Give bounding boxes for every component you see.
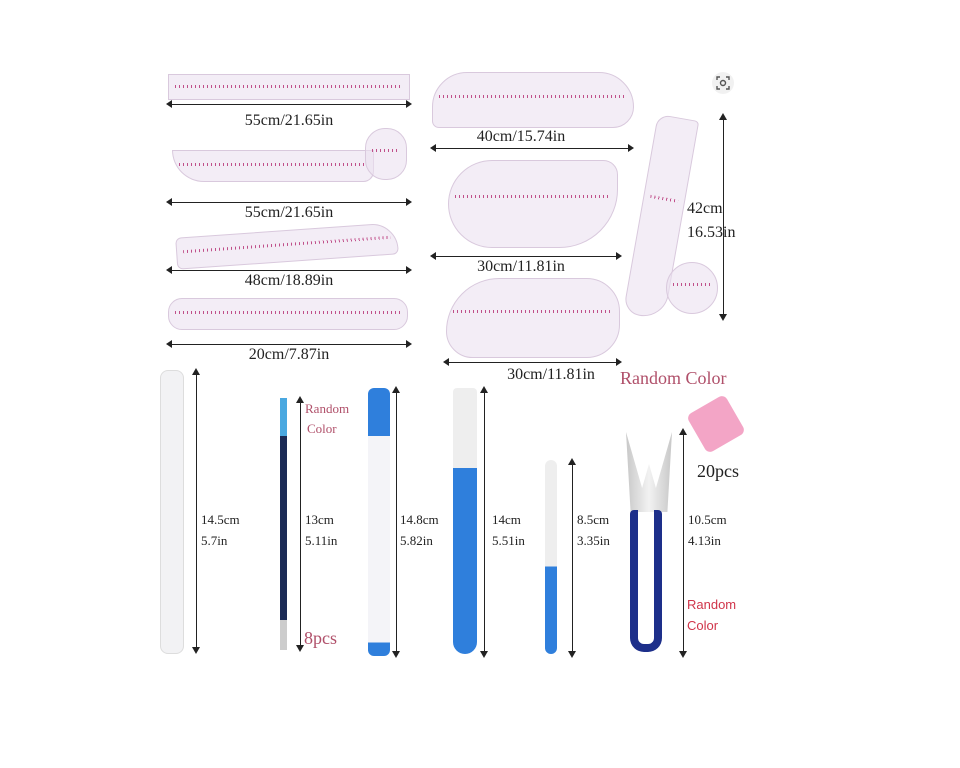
ruler-label-in: 16.53in (687, 224, 736, 241)
hip-curve-ruler-hook (365, 128, 407, 180)
refill-color-note: Color (307, 421, 337, 436)
tool-size-cm: 14.8cm (400, 512, 439, 527)
armhole-ruler (448, 160, 618, 248)
tool-size-in: 5.82in (400, 533, 433, 548)
seam-ripper (453, 388, 477, 654)
teardrop-ruler (446, 278, 620, 358)
tailor-chalk-pen (160, 370, 184, 654)
tool-size-cm: 10.5cm (688, 512, 727, 527)
tool-size-in: 3.35in (577, 533, 610, 548)
dimension-arrow (719, 113, 727, 321)
dimension-arrow (430, 144, 634, 152)
tool-size-cm: 14cm (492, 512, 521, 527)
clips-color-note: Random Color (620, 368, 727, 388)
visual-search-icon (716, 76, 730, 90)
dimension-arrow (166, 198, 412, 206)
dimension-arrow (192, 368, 200, 654)
dimension-arrow (443, 358, 622, 366)
french-curve-ruler (432, 72, 634, 128)
curve-ruler (175, 222, 399, 270)
ruler-label: 48cm/18.89in (244, 272, 334, 289)
tool-size-cm: 14.5cm (201, 512, 240, 527)
water-erasable-marker (368, 388, 390, 656)
thread-snips-blades (626, 432, 672, 512)
dimension-arrow (480, 386, 488, 658)
refill (280, 398, 287, 650)
tool-size-in: 5.11in (305, 533, 338, 548)
tool-size-in: 5.7in (201, 533, 228, 548)
clips-count: 20pcs (697, 461, 739, 481)
dimension-arrow (166, 100, 412, 108)
dimension-arrow (166, 340, 412, 348)
snips-color-note: Random (687, 597, 737, 612)
thread-snips-handle (630, 510, 662, 652)
ruler-label: 55cm/21.65in (244, 112, 334, 129)
ruler-label: 30cm/11.81in (477, 258, 565, 275)
dimension-arrow (679, 428, 687, 658)
tool-size-cm: 8.5cm (577, 512, 610, 527)
ruler-label-cm: 42cm (687, 200, 723, 217)
refill-count: 8pcs (304, 628, 337, 648)
sewing-clip (685, 393, 747, 455)
straight-ruler (168, 74, 410, 100)
vary-form-curve-hook (666, 262, 718, 314)
small-seam-ripper (545, 460, 557, 654)
dimension-arrow (568, 458, 576, 658)
tool-size-in: 5.51in (492, 533, 525, 548)
tool-size-cm: 13cm (305, 512, 334, 527)
tool-size-in: 4.13in (688, 533, 721, 548)
dimension-arrow (296, 396, 304, 652)
visual-search-button[interactable] (712, 72, 734, 94)
ruler-label: 30cm/11.81in (507, 366, 595, 383)
refill-color-note: Random (305, 401, 350, 416)
dimension-arrow (166, 266, 412, 274)
sleeve-ruler (168, 298, 408, 330)
dimension-arrow (430, 252, 622, 260)
hip-curve-ruler (172, 150, 374, 182)
ruler-label: 40cm/15.74in (476, 128, 566, 145)
ruler-label: 55cm/21.65in (244, 204, 334, 221)
dimension-arrow (392, 386, 400, 658)
ruler-label: 20cm/7.87in (248, 346, 330, 363)
snips-color-note: Color (687, 618, 719, 633)
